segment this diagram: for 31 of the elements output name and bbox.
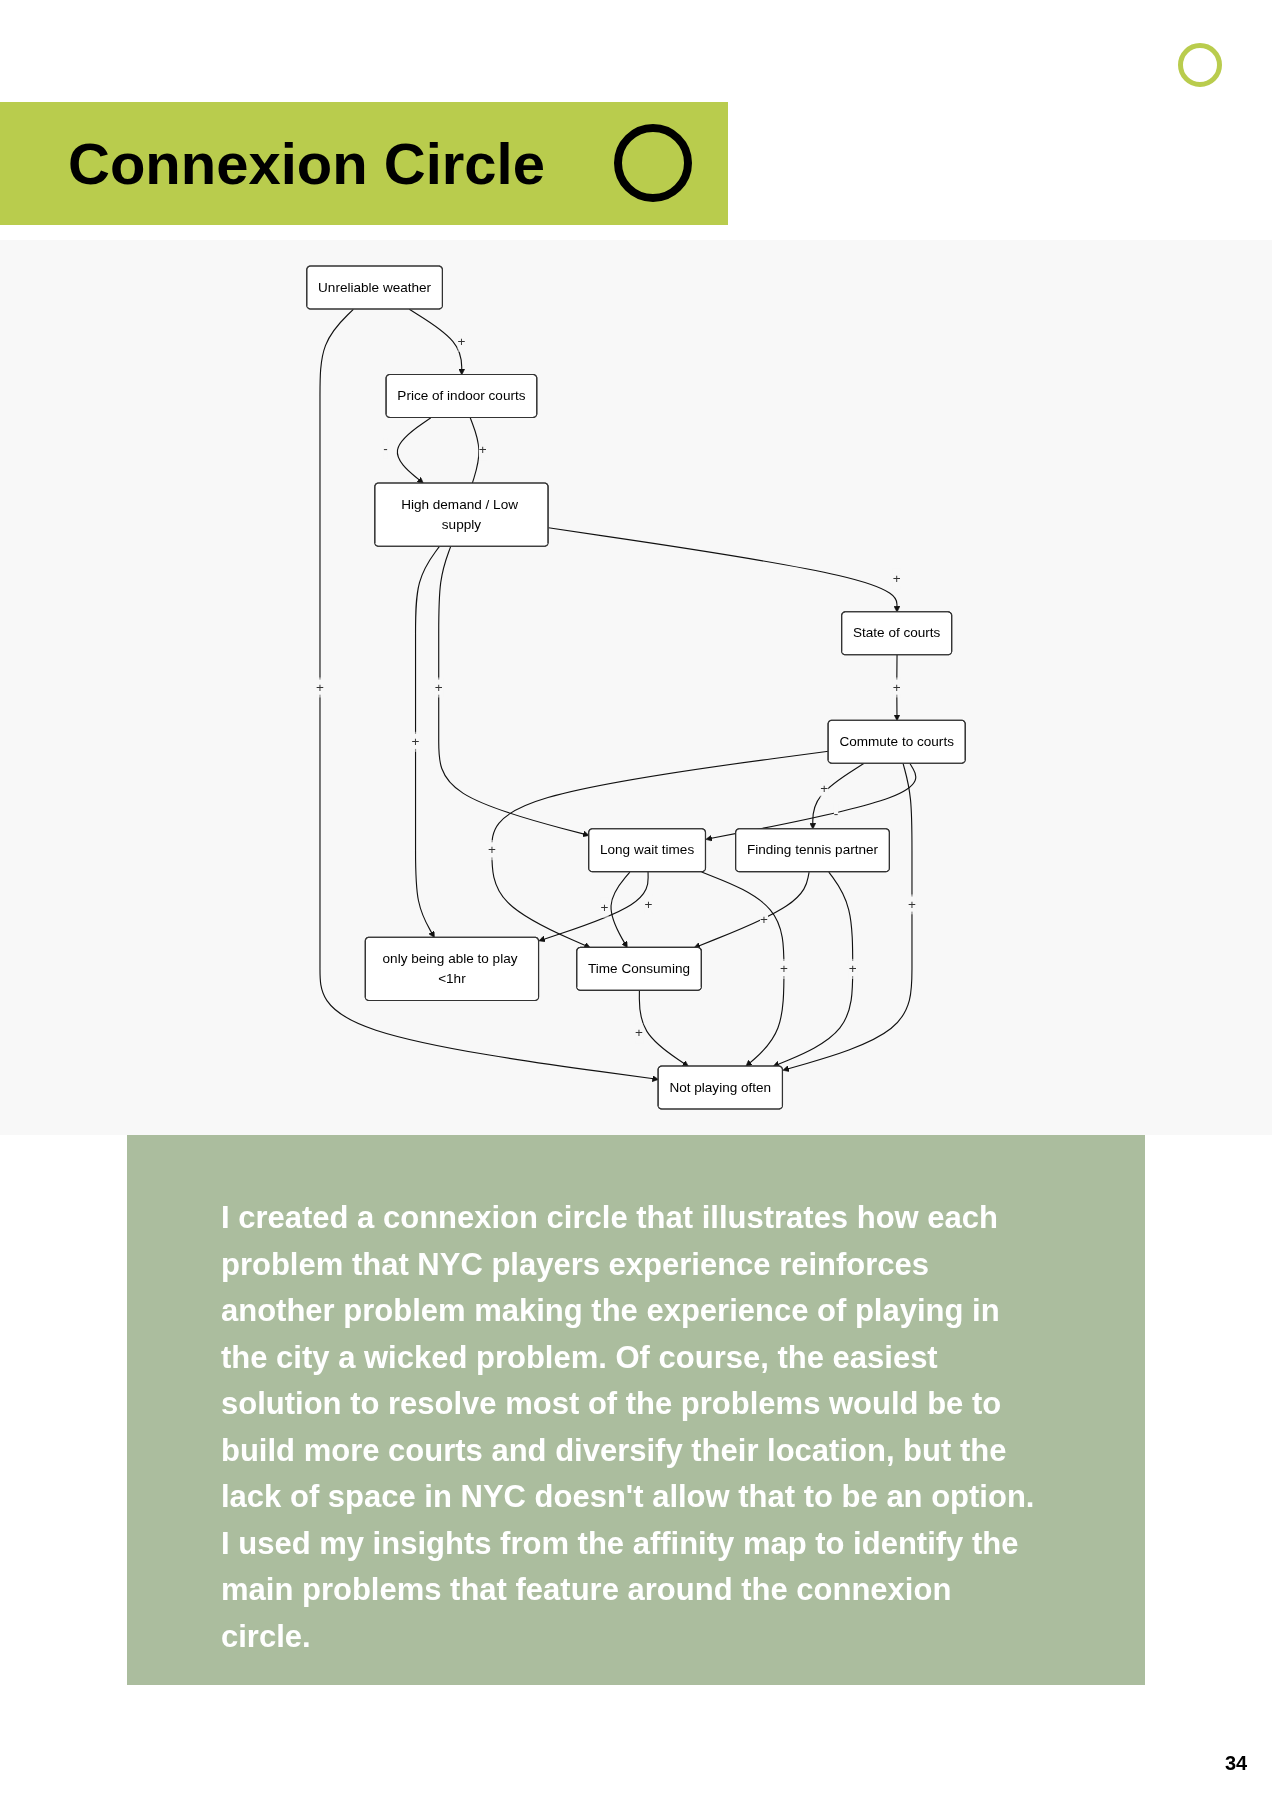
edge-label: +	[848, 960, 857, 977]
arrow	[772, 871, 854, 1068]
edge-label: +	[478, 442, 487, 458]
arrow	[319, 308, 659, 1082]
edge-label: +	[780, 960, 788, 977]
arrow	[414, 546, 440, 938]
edge-label: +	[892, 571, 901, 587]
edge-label: +	[600, 899, 609, 915]
edge-label: +	[892, 679, 901, 695]
edge-label: -	[833, 806, 839, 822]
edge-label: +	[457, 333, 466, 349]
edge-label: +	[434, 679, 443, 695]
edge-label: +	[635, 1025, 643, 1041]
page-number: 34	[1225, 1752, 1248, 1775]
arrow	[538, 871, 649, 943]
arrow	[693, 871, 810, 949]
arrow	[610, 871, 631, 949]
edge-label: -	[383, 440, 388, 456]
edge-label: +	[411, 733, 420, 749]
arrow	[701, 871, 785, 1067]
arrow	[396, 417, 432, 484]
edge-label: +	[316, 679, 324, 695]
edge-label: +	[820, 780, 829, 796]
edge-label: +	[759, 912, 768, 928]
edge-label: +	[487, 842, 496, 858]
arrow	[809, 763, 865, 830]
edge-label: +	[908, 896, 916, 912]
page-title: Connexion Circle	[68, 130, 545, 198]
arrow	[638, 990, 689, 1067]
caption-text: I created a connexion circle that illustrates how each problem that NYC players experience reinforces another problem making the experience of playing in the city a wicked problem. Of course, the easiest solution to resolve most of the problems would be to build more courts and diversify their location, but the lack of space in NYC doesn't allow that to be an option. I used my insights from the affinity map to identify the main problems that feature around the connexion circle.	[221, 1199, 1036, 1656]
edge-label: +	[644, 896, 653, 912]
